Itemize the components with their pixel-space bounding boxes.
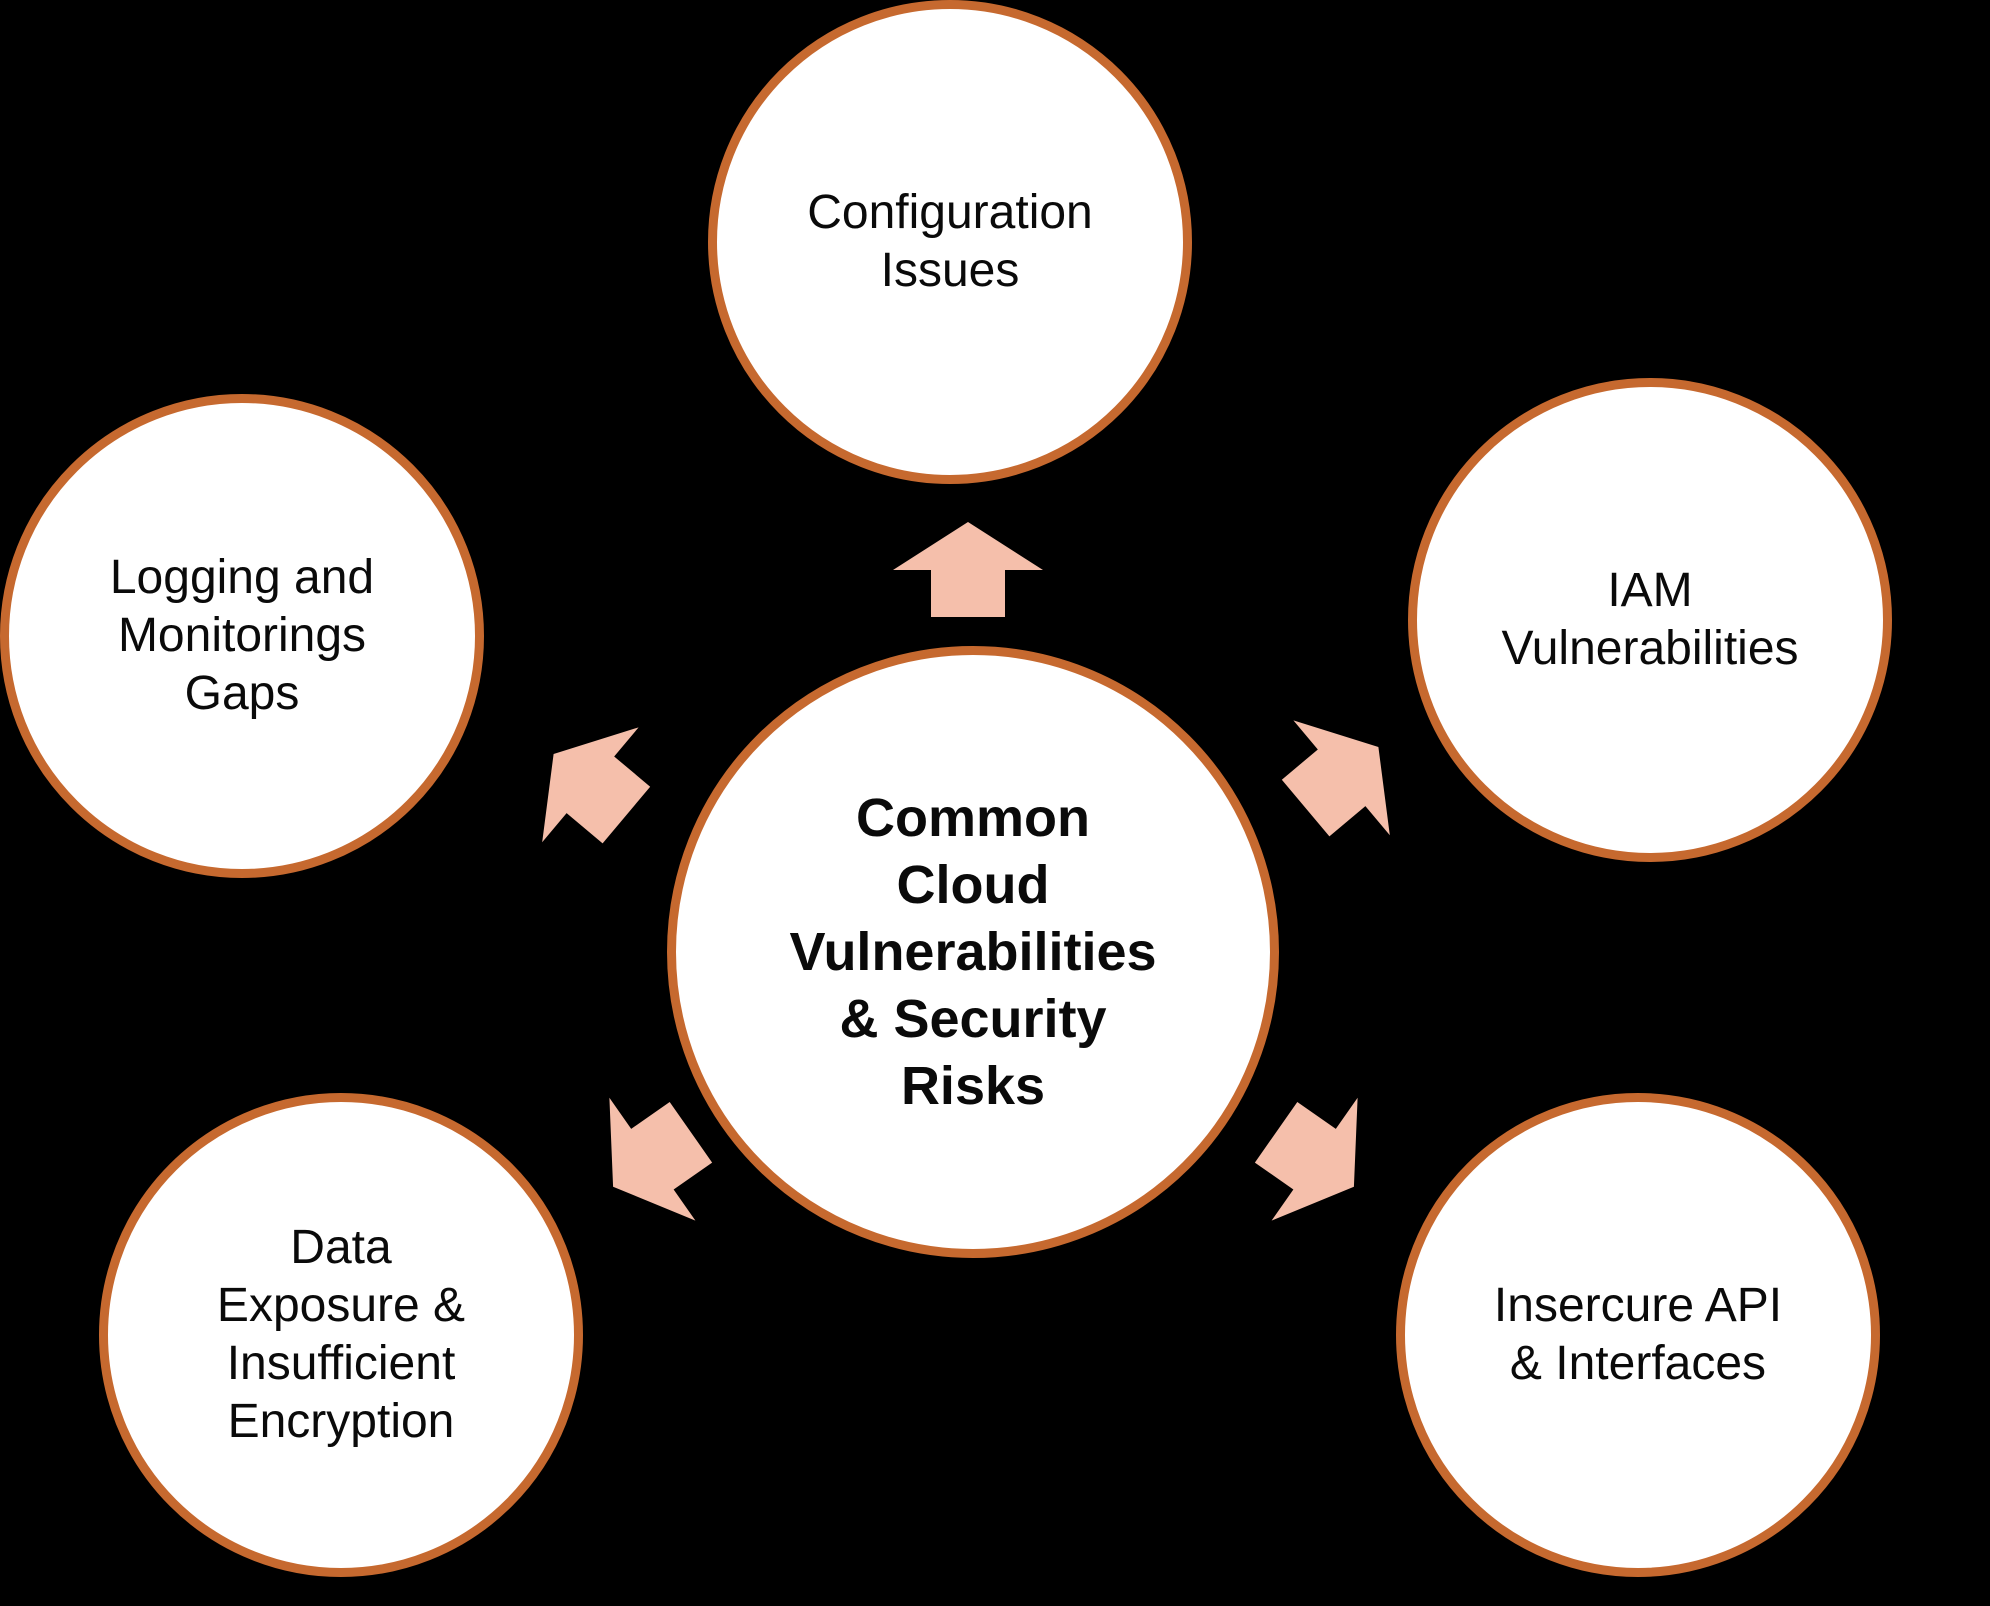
node-logging-monitoring-gaps: Logging and Monitorings Gaps <box>0 394 484 878</box>
node-iam-vulnerabilities-label: IAM Vulnerabilities <box>1501 564 1799 675</box>
arrow-down-right-icon <box>1233 1071 1397 1248</box>
node-insecure-api-interfaces-label: Insercure API & Interfaces <box>1493 1279 1783 1390</box>
arrow-up-right-icon <box>1257 690 1426 866</box>
node-center-label: Common Cloud Vulnerabilities & Security … <box>789 787 1157 1116</box>
arrow-up-icon <box>893 522 1043 617</box>
block-arrow-icon <box>1281 720 1390 837</box>
block-arrow-icon <box>609 1097 713 1221</box>
block-arrow-icon <box>542 727 651 844</box>
block-arrow-icon <box>893 522 1043 617</box>
node-data-exposure-encryption: Data Exposure & Insufficient Encryption <box>99 1093 583 1577</box>
node-configuration-issues: Configuration Issues <box>708 0 1192 484</box>
arrow-down-left-icon <box>570 1071 734 1248</box>
node-data-exposure-encryption-label: Data Exposure & Insufficient Encryption <box>216 1221 466 1448</box>
node-insecure-api-interfaces: Insercure API & Interfaces <box>1396 1093 1880 1577</box>
node-logging-monitoring-gaps-label: Logging and Monitorings Gaps <box>109 551 375 720</box>
node-common-cloud-vulnerabilities-center: Common Cloud Vulnerabilities & Security … <box>667 646 1279 1258</box>
block-arrow-icon <box>1254 1097 1358 1221</box>
arrow-up-left-icon <box>505 697 674 873</box>
node-iam-vulnerabilities: IAM Vulnerabilities <box>1408 378 1892 862</box>
node-configuration-issues-label: Configuration Issues <box>807 186 1093 297</box>
